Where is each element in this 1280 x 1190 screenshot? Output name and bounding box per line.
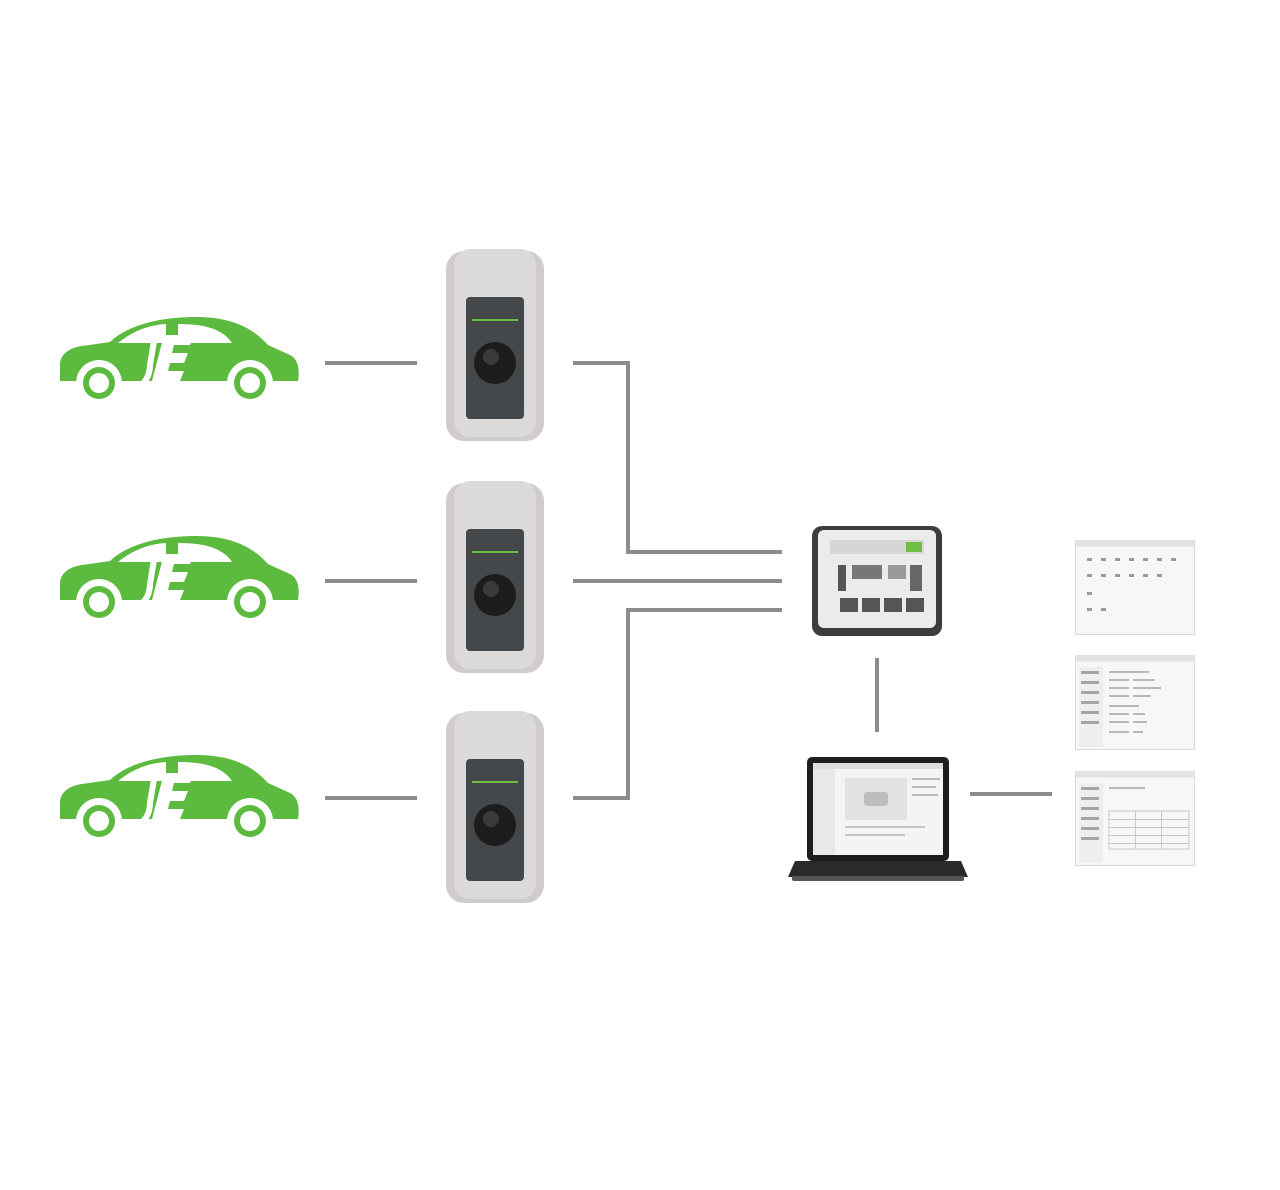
charge-controller-icon bbox=[812, 526, 942, 636]
connector-charger3-controller bbox=[573, 608, 782, 800]
wallbox-charger-icon bbox=[446, 249, 544, 441]
screenshot-table-icon bbox=[1075, 771, 1195, 866]
wallbox-charger-icon bbox=[446, 481, 544, 673]
electric-car-icon bbox=[60, 317, 299, 406]
electric-car-icon bbox=[60, 755, 299, 844]
laptop-icon bbox=[788, 757, 968, 881]
connector-charger1-controller bbox=[573, 361, 782, 554]
screenshot-form-icon bbox=[1075, 655, 1195, 750]
connector-lines bbox=[325, 361, 1052, 800]
screenshot-dashboard-icon bbox=[1075, 540, 1195, 635]
electric-car-icon bbox=[60, 536, 299, 625]
wallbox-charger-icon bbox=[446, 711, 544, 903]
